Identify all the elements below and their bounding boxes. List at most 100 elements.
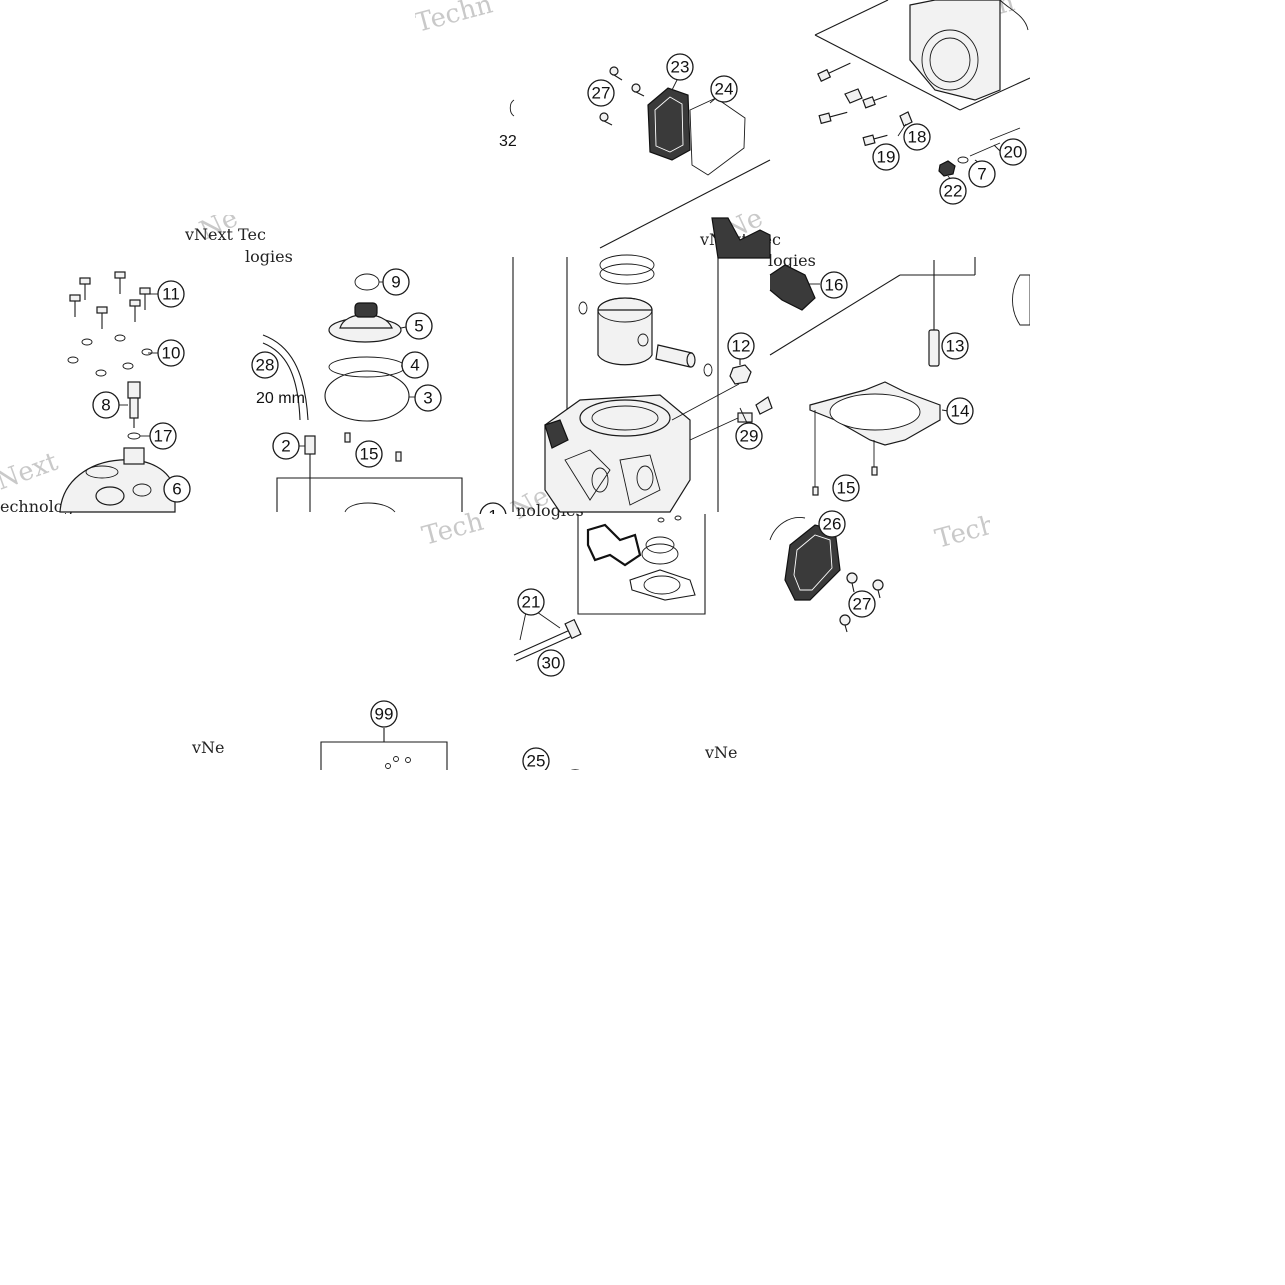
cylinder-block	[544, 394, 691, 513]
svg-text:21: 21	[522, 593, 541, 612]
svg-text:19: 19	[877, 148, 896, 167]
callout-8: 8	[92, 391, 120, 419]
svg-text:5: 5	[414, 317, 423, 336]
head-bolts	[69, 271, 151, 329]
callout-29: 29	[735, 422, 763, 450]
watermark-vnext-tec-left: vNext Tec	[184, 225, 266, 244]
watermark-logies-center: logies	[768, 251, 816, 270]
gasket-16	[769, 264, 816, 311]
piston-pin	[655, 344, 696, 368]
svg-text:4: 4	[410, 356, 419, 375]
o-ring-4	[328, 356, 406, 378]
intake-group	[817, 0, 1029, 177]
valve-cover-5	[328, 302, 402, 343]
svg-text:3: 3	[423, 389, 432, 408]
svg-text:10: 10	[162, 344, 181, 363]
o-ring-3	[324, 370, 410, 422]
watermark-logies-left: logies	[245, 247, 293, 266]
kit-box-top	[276, 477, 463, 512]
svg-text:20: 20	[1004, 143, 1023, 162]
callout-14: 14	[946, 397, 974, 425]
svg-text:15: 15	[837, 479, 856, 498]
nut-12	[671, 358, 752, 421]
piston	[597, 297, 653, 366]
callout-13: 13	[941, 332, 969, 360]
svg-text:25: 25	[527, 752, 546, 771]
gasket-24	[689, 97, 746, 176]
svg-text:8: 8	[101, 396, 110, 415]
callout-15-left: 15	[355, 440, 383, 468]
watermark-vne-lower-left: vNe	[191, 738, 225, 757]
callout-15-right: 15	[832, 474, 860, 502]
svg-text:99: 99	[375, 705, 394, 724]
callout-28: 28	[251, 351, 279, 379]
callout-19: 19	[872, 143, 900, 171]
cover-23	[647, 87, 691, 161]
callout-6: 6	[163, 475, 191, 503]
svg-text:29: 29	[740, 427, 759, 446]
svg-text:2: 2	[281, 437, 290, 456]
callout-16: 16	[820, 271, 848, 299]
callout-7: 7	[968, 160, 996, 188]
clip-18	[899, 111, 913, 127]
svg-text:23: 23	[671, 58, 690, 77]
svg-text:13: 13	[946, 337, 965, 356]
o-ring-9	[354, 273, 380, 291]
callout-3: 3	[414, 384, 442, 412]
callout-11: 11	[157, 280, 185, 308]
svg-text:27: 27	[853, 595, 872, 614]
stud-13	[928, 260, 940, 367]
nipple-2	[304, 435, 316, 470]
callout-99-overlay: 99	[370, 700, 398, 728]
callout-18: 18	[903, 123, 931, 151]
svg-text:14: 14	[951, 402, 970, 421]
callout-26: 26	[818, 510, 846, 538]
callout-30: 30	[537, 649, 565, 677]
screws-27-top	[599, 66, 645, 126]
rod-group	[513, 618, 582, 662]
svg-text:28: 28	[256, 356, 275, 375]
temperature-sensor	[127, 381, 141, 440]
callout-4: 4	[401, 351, 429, 379]
callout-27-bottom: 27	[848, 590, 876, 618]
intake-bolts	[817, 62, 888, 147]
piston-ring-1	[599, 254, 655, 276]
callout-27-top: 27	[587, 79, 615, 107]
svg-text:24: 24	[715, 80, 734, 99]
pin-15b	[395, 451, 402, 462]
fitting-29	[689, 396, 773, 441]
frame-lines	[512, 0, 1031, 512]
callout-2: 2	[272, 432, 300, 460]
screws-27-bottom	[839, 572, 884, 633]
svg-text:27: 27	[592, 84, 611, 103]
callout-24: 24	[710, 75, 738, 103]
callout-5: 5	[405, 312, 433, 340]
cover-26-group	[769, 517, 884, 633]
callout-9: 9	[382, 268, 410, 296]
watermark-technologies-top: Techn	[412, 0, 496, 39]
pin-15a	[344, 432, 351, 443]
cylinder-head-group	[59, 271, 176, 513]
svg-text:26: 26	[823, 515, 842, 534]
cylinder-head	[59, 447, 176, 513]
exhaust-cover-group	[599, 66, 816, 311]
note-hose-length: 20 mm	[256, 390, 305, 407]
cylinder-piston-group	[544, 254, 773, 513]
svg-text:18: 18	[908, 128, 927, 147]
svg-text:11: 11	[162, 285, 180, 304]
callouts: 11 10 8 17 6 9 5 4 3 28 2 15 1 23 24 27 …	[92, 53, 1027, 775]
hose-28	[262, 334, 309, 421]
nut-22	[938, 127, 1021, 177]
watermark-tech-right: Tech	[932, 510, 1000, 555]
svg-text:15: 15	[360, 445, 379, 464]
callout-12: 12	[727, 332, 755, 360]
svg-text:30: 30	[542, 654, 561, 673]
intake-housing	[909, 0, 1001, 101]
svg-text:9: 9	[391, 273, 400, 292]
svg-text:7: 7	[977, 165, 986, 184]
svg-text:17: 17	[154, 427, 173, 446]
svg-text:12: 12	[732, 337, 751, 356]
gasket-kit-lower	[577, 514, 706, 615]
exhaust-valve-group	[262, 273, 463, 513]
callout-21: 21	[517, 588, 545, 616]
